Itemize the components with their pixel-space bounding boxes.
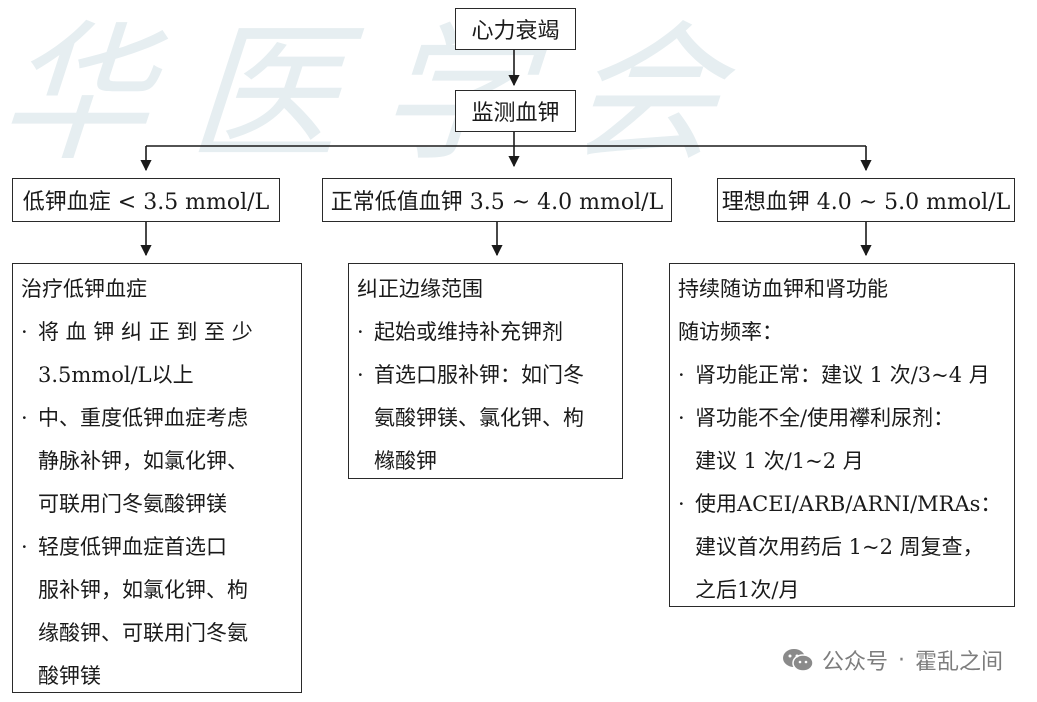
box-title: 治疗低钾血症 (21, 277, 147, 301)
list-item: ·将 血 钾 纠 正 到 至 少 (21, 311, 293, 354)
list-item: ·使用ACEI/ARB/ARNI/MRAs： (678, 483, 1006, 526)
list-item: 建议首次用药后 1~2 周复查， (695, 535, 984, 559)
list-item: 建议 1 次/1~2 月 (695, 449, 864, 473)
node-monitor-potassium-label: 监测血钾 (471, 101, 560, 126)
list-item: ·起始或维持补充钾剂 (357, 311, 614, 354)
box-correct-borderline: 纠正边缘范围 ·起始或维持补充钾剂 ·首选口服补钾：如门冬 氨酸钾镁、氯化钾、枸… (348, 263, 623, 479)
list-item: 3.5mmol/L以上 (38, 363, 194, 387)
node-hypokalemia: 低钾血症 < 3.5 mmol/L (12, 178, 280, 222)
node-low-normal: 正常低值血钾 3.5 ~ 4.0 mmol/L (322, 178, 672, 222)
list-item: ·轻度低钾血症首选口 (21, 526, 293, 569)
bullet-icon: · (357, 320, 364, 344)
list-item: 缘酸钾、可联用门冬氨 (38, 621, 248, 645)
bullet-icon: · (678, 492, 685, 516)
list-item: 服补钾，如氯化钾、枸 (38, 578, 248, 602)
node-ideal: 理想血钾 4.0 ~ 5.0 mmol/L (717, 178, 1015, 222)
list-item: 酸钾镁 (38, 664, 101, 688)
node-heart-failure: 心力衰竭 (455, 8, 576, 50)
node-heart-failure-label: 心力衰竭 (471, 19, 560, 44)
box-treat-hypokalemia: 治疗低钾血症 ·将 血 钾 纠 正 到 至 少 3.5mmol/L以上 ·中、重… (12, 263, 302, 693)
footer-account: 霍乱之间 (914, 650, 1003, 675)
box-title: 纠正边缘范围 (357, 277, 483, 301)
list-item: 氨酸钾镁、氯化钾、枸 (374, 406, 584, 430)
box-title: 持续随访血钾和肾功能 (678, 277, 888, 301)
box-follow-up: 持续随访血钾和肾功能 随访频率： ·肾功能正常：建议 1 次/3~4 月 ·肾功… (669, 263, 1015, 607)
list-item: 静脉补钾，如氯化钾、 (38, 449, 248, 473)
node-low-normal-label: 正常低值血钾 3.5 ~ 4.0 mmol/L (330, 190, 664, 215)
bullet-icon: · (678, 363, 685, 387)
footer-separator: · (897, 647, 905, 673)
list-item: 之后1次/月 (695, 578, 800, 602)
bullet-icon: · (21, 406, 28, 430)
node-ideal-label: 理想血钾 4.0 ~ 5.0 mmol/L (721, 190, 1011, 215)
list-item: ·肾功能不全/使用襻利尿剂： (678, 397, 1006, 440)
node-hypokalemia-label: 低钾血症 < 3.5 mmol/L (22, 190, 270, 215)
node-monitor-potassium: 监测血钾 (455, 90, 576, 132)
list-item: 可联用门冬氨酸钾镁 (38, 492, 227, 516)
bullet-icon: · (21, 320, 28, 344)
list-item: ·首选口服补钾：如门冬 (357, 354, 614, 397)
wechat-icon (782, 649, 814, 672)
bullet-icon: · (357, 363, 364, 387)
list-item: ·中、重度低钾血症考虑 (21, 397, 293, 440)
source-footer: 公众号 · 霍乱之间 (782, 644, 1003, 676)
list-item: 随访频率： (678, 320, 783, 344)
bullet-icon: · (678, 406, 685, 430)
list-item: ·肾功能正常：建议 1 次/3~4 月 (678, 354, 1006, 397)
bullet-icon: · (21, 535, 28, 559)
list-item: 橼酸钾 (374, 449, 437, 473)
footer-source: 公众号 (821, 650, 888, 675)
